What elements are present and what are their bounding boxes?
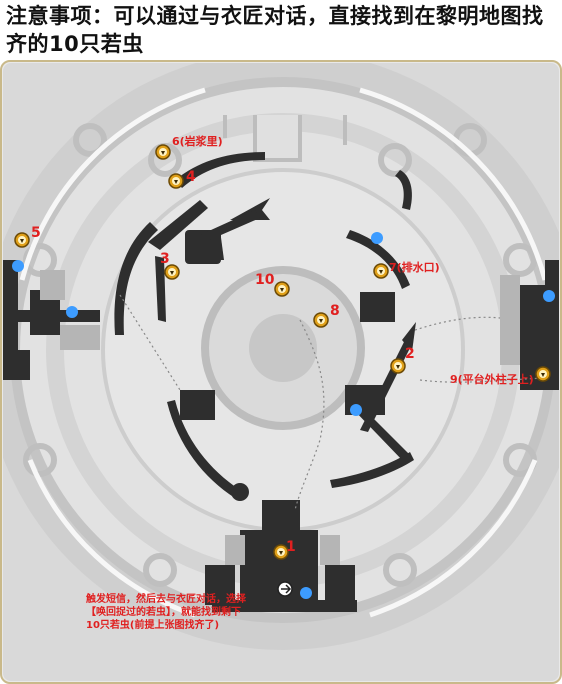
note-line-3: 10只若虫(前提上张图找齐了) [86,618,219,631]
marker-label-8: 8 [330,303,340,319]
note-line-2: 【唤回捉过的若虫】，就能找到剩下 [86,605,241,618]
bug-marker-3[interactable] [164,264,180,280]
bug-marker-8[interactable] [313,312,329,328]
dotted-paths [119,294,546,511]
walkways [3,152,559,612]
bug-marker-4[interactable] [168,173,184,189]
marker-label-4: 4 [186,169,196,185]
bug-marker-6[interactable] [155,144,171,160]
marker-label-2: 2 [405,346,415,362]
center-platform [249,314,317,382]
top-structure [223,115,347,162]
bug-marker-5[interactable] [14,232,30,248]
map[interactable]: 1 2 3 4 5 6(岩浆里) 7(排水口) 8 9(平台外柱子上) 10 触… [0,60,562,684]
marker-label-6: 6(岩浆里) [172,134,223,148]
marker-label-1: 1 [286,539,296,555]
page-title: 注意事项：可以通过与衣匠对话，直接找到在黎明地图找齐的10只若虫 [6,4,544,56]
note-line-1: 触发短信，然后去与衣匠对话，选择 [85,592,247,605]
bug-marker-7[interactable] [373,263,389,279]
marker-label-10: 10 [255,272,275,288]
outer-arcs [19,87,548,618]
marker-label-5: 5 [31,225,41,241]
bug-marker-2[interactable] [390,358,406,374]
npc-markers [12,232,555,599]
bug-marker-1[interactable] [273,544,289,560]
exit-icon [277,581,293,597]
marker-label-9: 9(平台外柱子上) [450,372,534,386]
marker-label-7: 7(排水口) [389,260,440,274]
bug-marker-9[interactable] [535,366,551,382]
side-structures [40,270,520,565]
bug-marker-10[interactable] [274,281,290,297]
marker-label-3: 3 [160,251,170,267]
